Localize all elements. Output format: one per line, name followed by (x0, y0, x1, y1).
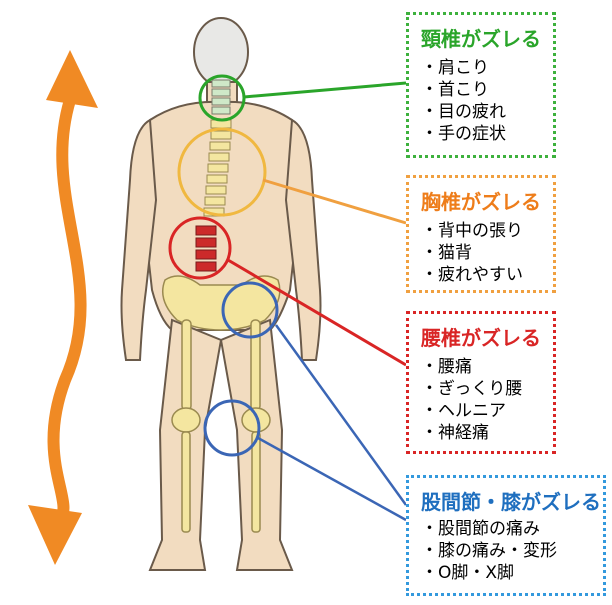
spine (195, 79, 232, 272)
chest-symptom-list: 背中の張り 猫背 疲れやすい (421, 220, 523, 286)
hip-connector (274, 324, 408, 506)
neck-symptom: 肩こり (421, 57, 506, 79)
neck-highlight-ring (198, 74, 246, 122)
chest-symptom: 猫背 (421, 242, 523, 264)
hip-knee-symptom: 股間節の痛み (421, 518, 557, 540)
lumbar-callout-box: 腰椎がズレる 腰痛 ぎっくり腰 ヘルニア 神経痛 (406, 311, 556, 454)
hip-knee-callout-title: 股間節・膝がズレる (421, 490, 601, 514)
lumbar-symptom: 神経痛 (421, 422, 522, 444)
knee-connector (257, 436, 407, 522)
neck-symptom: 首こり (421, 79, 506, 101)
lumbar-symptom-list: 腰痛 ぎっくり腰 ヘルニア 神経痛 (421, 356, 522, 444)
neck-symptom: 手の症状 (421, 123, 506, 145)
hip-knee-callout-box: 股間節・膝がズレる 股間節の痛み 膝の痛み・変形 O脚・X脚 (406, 475, 606, 596)
chest-connector (262, 178, 407, 225)
neck-callout-box: 頸椎がズレる 肩こり 首こり 目の疲れ 手の症状 (406, 12, 556, 158)
neck-symptom: 目の疲れ (421, 101, 506, 123)
posture-arrow-icon (28, 50, 98, 565)
lumbar-symptom: ヘルニア (421, 400, 522, 422)
neck-symptom-list: 肩こり 首こり 目の疲れ 手の症状 (421, 57, 506, 145)
lumbar-symptom: ぎっくり腰 (421, 378, 522, 400)
lumbar-symptom: 腰痛 (421, 356, 522, 378)
hip-knee-symptom: 膝の痛み・変形 (421, 540, 557, 562)
hip-knee-symptom: O脚・X脚 (421, 562, 557, 584)
hip-highlight-ring (221, 281, 279, 339)
hip-knee-symptom-list: 股間節の痛み 膝の痛み・変形 O脚・X脚 (421, 518, 557, 584)
chest-callout-box: 胸椎がズレる 背中の張り 猫背 疲れやすい (406, 175, 556, 293)
lumbar-connector (227, 258, 407, 367)
chest-symptom: 疲れやすい (421, 264, 523, 286)
knee-highlight-ring (203, 399, 261, 457)
neck-connector (243, 81, 407, 99)
chest-symptom: 背中の張り (421, 220, 523, 242)
lumbar-highlight-ring (168, 216, 232, 280)
lumbar-callout-title: 腰椎がズレる (421, 326, 541, 350)
chest-callout-title: 胸椎がズレる (421, 190, 541, 214)
skeleton-bones (162, 275, 281, 533)
neck-callout-title: 頸椎がズレる (421, 27, 541, 51)
chest-highlight-ring (177, 127, 267, 217)
